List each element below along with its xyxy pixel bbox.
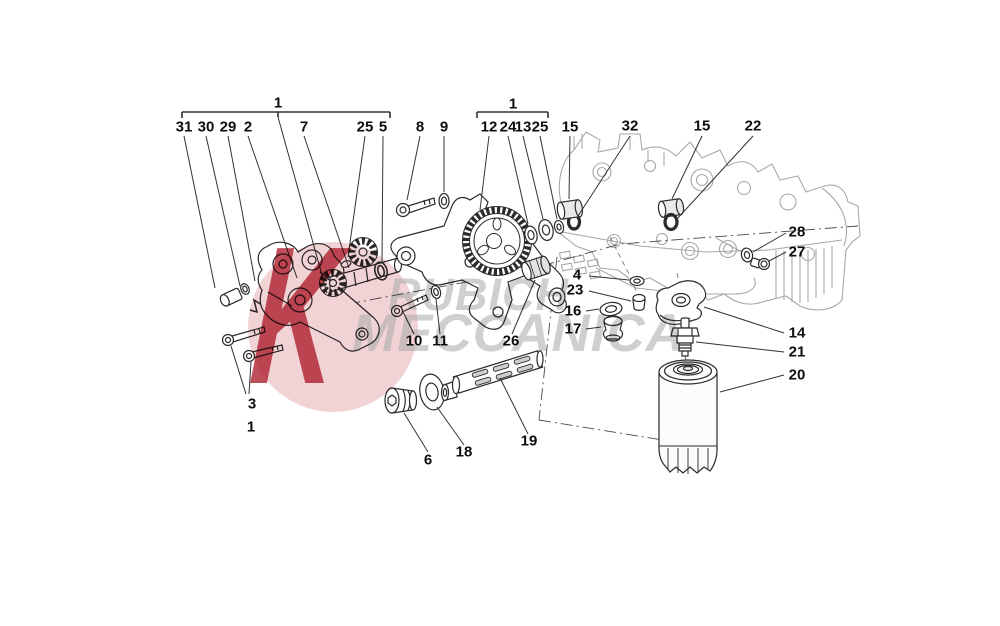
- mesh-filter-19: [440, 350, 544, 402]
- part-number-label: 29: [219, 118, 237, 136]
- part-number-label: 15: [561, 118, 579, 136]
- part-number-label: 31: [175, 118, 193, 136]
- washer-28: [740, 247, 754, 263]
- part-number-label: 25: [356, 118, 374, 136]
- part-number-label: 18: [455, 443, 473, 461]
- dowel-bushing-26: [521, 255, 551, 281]
- bushing-15-right: [657, 198, 685, 218]
- cover-bolt-8: [395, 197, 436, 218]
- part-number-label: 12: [480, 118, 498, 136]
- part-number-label: 21: [788, 343, 806, 361]
- part-number-label: 6: [423, 451, 433, 469]
- bushing-15-left: [556, 199, 584, 220]
- plug-17: [602, 315, 624, 342]
- part-number-label: 15: [693, 117, 711, 135]
- part-number-label: 4: [572, 266, 582, 284]
- part-number-label: 30: [197, 118, 215, 136]
- part-number-label: 20: [788, 366, 806, 384]
- part-number-label: 27: [788, 243, 806, 261]
- assembly-bracket-right: [476, 111, 549, 118]
- part-number-label: 11: [432, 332, 448, 350]
- pressure-sensor-21: [670, 317, 700, 357]
- oil-pump-plug-31: [219, 287, 243, 307]
- part-number-label: 17: [564, 320, 582, 338]
- washer-4: [629, 275, 645, 287]
- part-number-label: 24: [499, 118, 517, 136]
- part-number-label: 25: [531, 118, 549, 136]
- part-number-label: 19: [520, 432, 538, 450]
- part-number-label: 1: [246, 418, 256, 436]
- part-number-label: 23: [566, 281, 584, 299]
- bolt-27: [749, 257, 771, 271]
- gear-washer-25: [553, 219, 565, 235]
- bracket-plate-14: [655, 280, 707, 326]
- part-number-label: 32: [621, 117, 639, 135]
- part-number-label: 26: [502, 332, 520, 350]
- gear-washer-24: [524, 225, 538, 245]
- part-number-label: 16: [564, 302, 582, 320]
- cover-washer-9: [438, 192, 450, 210]
- part-number-label: 3: [247, 395, 257, 413]
- part-number-label: 2: [243, 118, 253, 136]
- plug-23: [632, 293, 646, 311]
- oil-pump-washer-30: [240, 283, 250, 295]
- part-number-label: 10: [405, 332, 423, 350]
- part-number-label: 9: [439, 118, 449, 136]
- o-ring-22: [663, 212, 679, 232]
- part-number-label: 13: [514, 118, 532, 136]
- part-number-label: 14: [788, 324, 806, 342]
- oil-filter-20: [658, 359, 718, 474]
- part-number-label: 1: [273, 94, 283, 112]
- part-number-label: 22: [744, 117, 762, 135]
- part-number-label: 5: [378, 118, 388, 136]
- washer-16: [599, 301, 623, 317]
- part-number-label: 28: [788, 223, 806, 241]
- sealing-washer-18: [419, 373, 445, 411]
- part-number-label: 1: [508, 95, 518, 113]
- assembly-bracket-left: [181, 111, 391, 118]
- gear-spacer-13: [538, 219, 554, 241]
- pump-mount-washer-11: [430, 285, 442, 299]
- part-number-label: 7: [299, 118, 309, 136]
- part-number-label: 8: [415, 118, 425, 136]
